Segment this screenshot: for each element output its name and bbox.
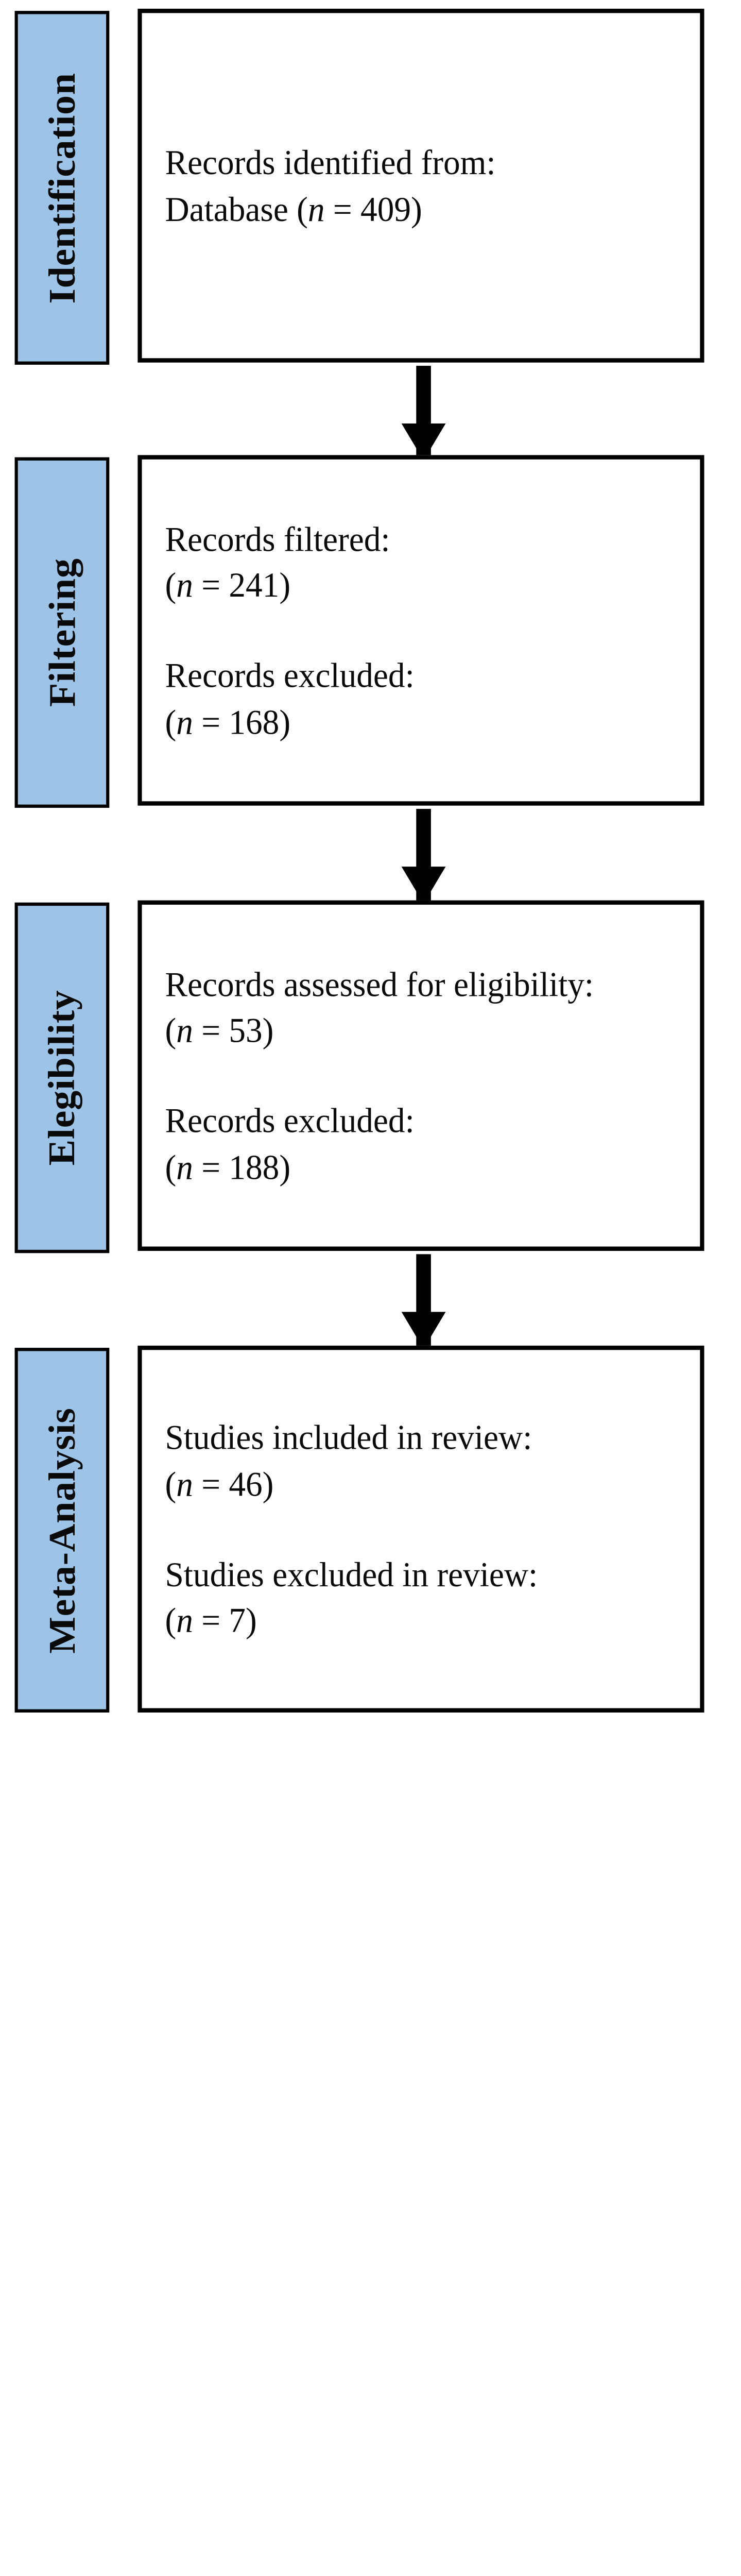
stage-label-text: Elegibility: [41, 990, 83, 1166]
count-suffix: = 409): [324, 189, 422, 228]
count-suffix: = 241): [193, 565, 291, 605]
count-prefix: (: [165, 702, 177, 741]
arrow-identification-to-filtering: [401, 366, 446, 461]
record-line-1: Studies excluded in review:: [165, 1554, 538, 1594]
content-box-identification: Records identified from: Database (n = 4…: [137, 8, 704, 363]
record-line-1: Records identified from:: [165, 142, 496, 182]
record-line-2: (n = 188): [165, 1144, 677, 1190]
record-line-2: (n = 7): [165, 1597, 677, 1643]
count-prefix: (: [165, 565, 177, 605]
stage-label-text: Identification: [41, 72, 83, 303]
arrow-head-icon: [401, 867, 446, 904]
record-block: Records filtered: (n = 241): [142, 516, 700, 608]
count-suffix: = 168): [193, 702, 291, 741]
n-symbol: n: [176, 565, 193, 605]
record-block: Records identified from: Database (n = 4…: [142, 139, 700, 232]
n-symbol: n: [176, 1147, 193, 1187]
n-symbol: n: [176, 1010, 193, 1050]
record-line-2: (n = 168): [165, 699, 677, 745]
stage-label-elegibility: Elegibility: [14, 902, 110, 1253]
record-line-1: Records excluded:: [165, 655, 415, 695]
record-line-1: Records excluded:: [165, 1100, 415, 1140]
count-prefix: (: [165, 1010, 177, 1050]
record-block: Records excluded: (n = 168): [142, 652, 700, 745]
count-suffix: = 46): [193, 1464, 274, 1504]
record-line-2: (n = 53): [165, 1008, 677, 1054]
n-symbol: n: [176, 702, 193, 741]
record-line-2: Database (n = 409): [165, 185, 677, 232]
count-prefix: (: [165, 1600, 177, 1640]
content-box-filtering: Records filtered: (n = 241) Records excl…: [137, 455, 704, 806]
count-suffix: = 188): [193, 1147, 291, 1187]
stage-label-text: Filtering: [41, 558, 83, 707]
stage-label-text: Meta-Analysis: [41, 1407, 83, 1653]
arrow-head-icon: [401, 1312, 446, 1349]
arrow-head-icon: [401, 423, 446, 461]
stage-label-identification: Identification: [14, 11, 110, 365]
content-box-elegibility: Records assessed for eligibility: (n = 5…: [137, 900, 704, 1251]
record-line-1: Records filtered:: [165, 519, 390, 558]
count-suffix: = 7): [193, 1600, 257, 1640]
record-line-1: Records assessed for eligibility:: [165, 964, 594, 1004]
arrow-filtering-to-elegibility: [401, 809, 446, 904]
record-line-2: (n = 46): [165, 1461, 677, 1507]
record-line-1: Studies included in review:: [165, 1418, 532, 1458]
record-line-2: (n = 241): [165, 562, 677, 608]
n-symbol: n: [307, 189, 325, 228]
count-prefix: Database (: [165, 189, 308, 228]
n-symbol: n: [176, 1464, 193, 1504]
record-block: Records excluded: (n = 188): [142, 1097, 700, 1190]
stage-label-meta-analysis: Meta-Analysis: [14, 1348, 110, 1713]
record-block: Records assessed for eligibility: (n = 5…: [142, 961, 700, 1054]
arrow-elegibility-to-meta-analysis: [401, 1254, 446, 1349]
record-block: Studies included in review: (n = 46): [142, 1415, 700, 1507]
count-prefix: (: [165, 1147, 177, 1187]
n-symbol: n: [176, 1600, 193, 1640]
count-suffix: = 53): [193, 1010, 274, 1050]
record-block: Studies excluded in review: (n = 7): [142, 1551, 700, 1643]
content-box-meta-analysis: Studies included in review: (n = 46) Stu…: [137, 1345, 704, 1713]
count-prefix: (: [165, 1464, 177, 1504]
stage-label-filtering: Filtering: [14, 457, 110, 808]
